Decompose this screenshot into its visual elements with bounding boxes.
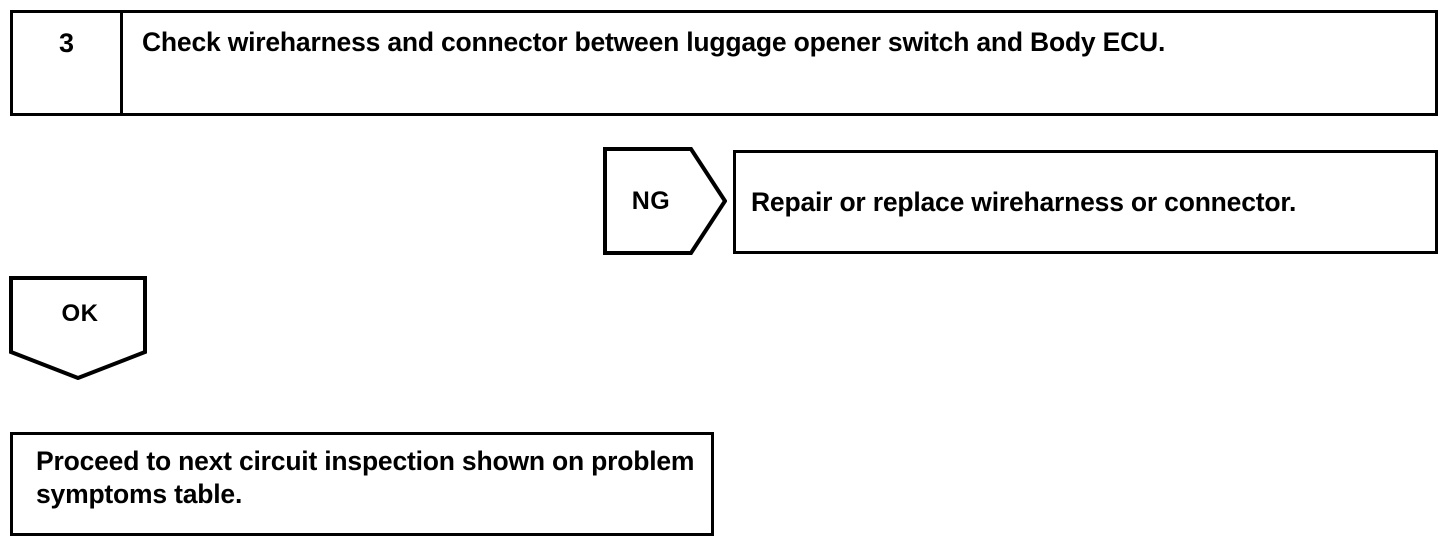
ng-branch-label: NG [631,186,671,215]
ng-result-text: Repair or replace wireharness or connect… [751,187,1297,217]
ng-pentagon-icon [603,147,727,255]
ok-result-box: Proceed to next circuit inspection shown… [10,432,714,536]
ok-branch-label: OK [61,300,99,327]
step-number: 3 [58,28,75,58]
ok-result-text: Proceed to next circuit inspection shown… [36,446,695,509]
step-number-cell: 3 [13,13,123,113]
ng-branch-arrow: NG [603,147,727,255]
ng-result-box: Repair or replace wireharness or connect… [733,150,1438,254]
ok-branch-arrow: OK [9,276,147,380]
step-instruction-text: Check wireharness and connector between … [142,27,1166,57]
step-instruction-cell: Check wireharness and connector between … [123,13,1435,113]
ok-pentagon-icon [9,276,147,380]
step-row: 3 Check wireharness and connector betwee… [10,10,1438,116]
